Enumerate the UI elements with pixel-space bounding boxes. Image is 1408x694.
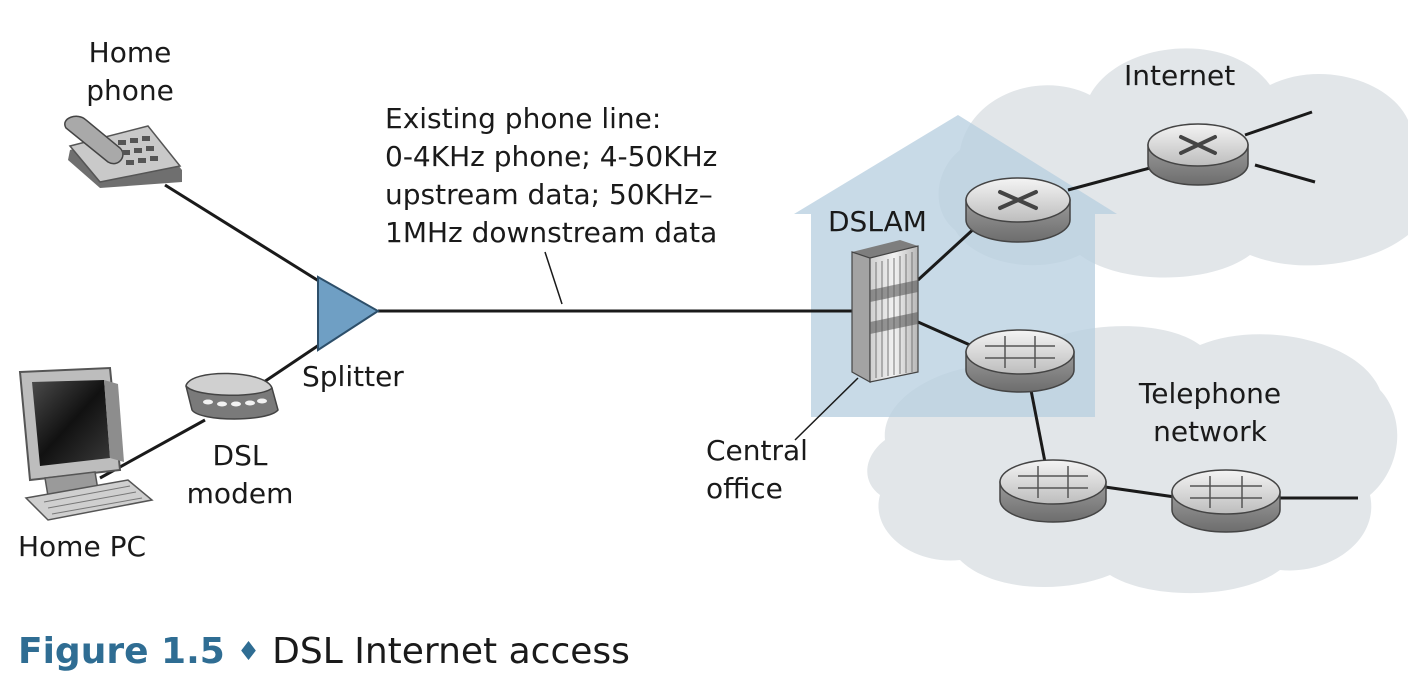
central-office-label-line-2: office — [706, 472, 783, 505]
computer-icon — [18, 366, 154, 521]
central-office-label: Central office — [706, 432, 808, 508]
splitter-label: Splitter — [302, 360, 404, 393]
telephone-network-label: Telephone network — [1120, 375, 1300, 451]
switch-icon — [965, 329, 1075, 393]
splitter-icon — [317, 275, 380, 352]
phone-line-label-line-2: 0-4KHz phone; 4-50KHz — [385, 140, 718, 173]
router-icon — [965, 177, 1071, 243]
phone-line-label-line-3: upstream data; 50KHz– — [385, 178, 713, 211]
figure-number: Figure 1.5 — [18, 631, 225, 672]
phone-to-splitter-line — [164, 183, 323, 285]
phone-line-callout — [544, 251, 563, 305]
dsl-modem-label: DSL modem — [170, 437, 310, 513]
central-office-callout — [794, 377, 859, 441]
dslam-to-switch-line — [917, 320, 971, 347]
router-icon — [1147, 123, 1249, 186]
internet-exit-line-top — [1244, 110, 1313, 137]
switch-to-switch-line — [1028, 384, 1047, 463]
home-phone-label-line-1: Home — [88, 36, 172, 69]
dsl-modem-icon — [185, 372, 279, 420]
dslam-rack-icon — [851, 240, 919, 384]
phone-line-label-line-1: Existing phone line: — [385, 102, 662, 135]
telephone-network-label-line-1: Telephone — [1138, 377, 1282, 410]
home-phone-label: Home phone — [70, 34, 190, 110]
home-phone-label-line-2: phone — [86, 74, 174, 107]
dsl-modem-label-line-1: DSL — [212, 439, 268, 472]
telephone-network-label-line-2: network — [1153, 415, 1267, 448]
figure-caption: Figure 1.5 ♦ DSL Internet access — [18, 628, 630, 676]
dsl-modem-label-line-2: modem — [186, 477, 294, 510]
dslam-to-internet-router-line — [916, 223, 980, 282]
switch-icon — [1171, 469, 1281, 533]
caption-separator-icon: ♦ — [236, 637, 261, 667]
dslam-label: DSLAM — [828, 205, 927, 238]
switch-link-line — [1104, 485, 1176, 499]
figure-title: DSL Internet access — [272, 631, 630, 672]
internet-label: Internet — [1124, 59, 1236, 92]
telephone-icon — [64, 115, 182, 188]
phone-line-label: Existing phone line: 0-4KHz phone; 4-50K… — [385, 100, 717, 252]
phone-line-label-line-4: 1MHz downstream data — [385, 216, 718, 249]
home-pc-label: Home PC — [18, 530, 147, 563]
switch-icon — [999, 459, 1107, 523]
internet-router-to-router-line — [1067, 166, 1151, 192]
internet-exit-line-bottom — [1254, 163, 1316, 184]
central-office-label-line-1: Central — [706, 434, 808, 467]
